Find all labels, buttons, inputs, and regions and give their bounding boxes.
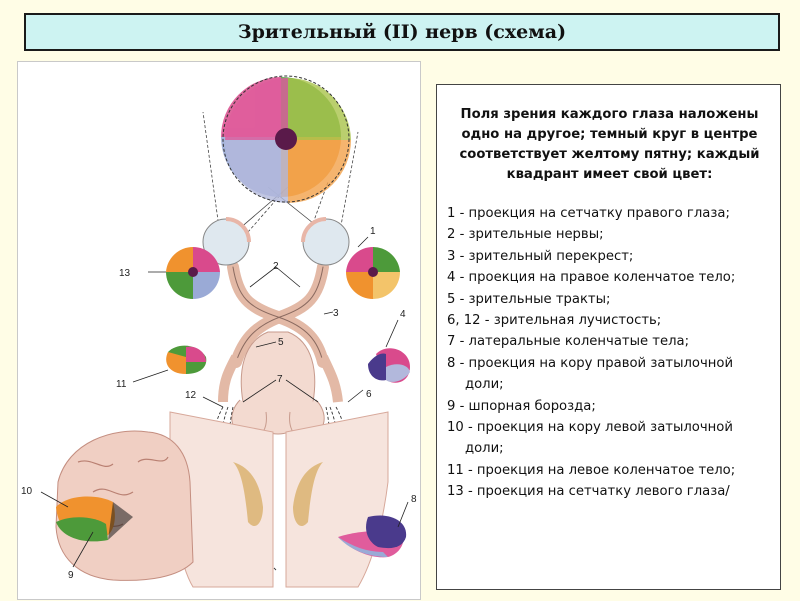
legend-item: 5 - зрительные тракты; (447, 291, 611, 307)
brain-hemisphere (55, 430, 194, 581)
legend-item: 13 - проекция на сетчатку левого глаза/ (447, 484, 730, 500)
label-6: 6 (366, 389, 372, 400)
label-8: 8 (411, 494, 417, 505)
cortex-projection-right (338, 515, 407, 558)
geniculate-projection-left (166, 345, 207, 374)
label-9: 9 (68, 570, 74, 581)
description-panel: Поля зрения каждого глаза наложены одно … (436, 84, 781, 590)
label-13: 13 (119, 268, 131, 279)
label-2: 2 (273, 261, 279, 272)
leader-lines (40, 236, 409, 568)
geniculate-projection-right (368, 348, 410, 383)
legend-item: 11 - проекция на левое коленчатое тело; (447, 462, 736, 478)
label-10: 10 (21, 486, 33, 497)
optic-tracts (218, 354, 343, 403)
title-bar: Зрительный (II) нерв (схема) (24, 13, 780, 51)
description-heading: Поля зрения каждого глаза наложены одно … (459, 107, 760, 182)
legend-item: 10 - проекция на кору левой затылочной д… (447, 420, 733, 457)
retina-projection-left (166, 246, 220, 299)
legend-item: 6, 12 - зрительная лучистость; (447, 313, 662, 329)
label-11: 11 (116, 379, 127, 390)
brainstem (231, 331, 325, 438)
occipital-sections (169, 411, 389, 588)
eyeballs (202, 217, 350, 266)
page-title: Зрительный (II) нерв (схема) (237, 21, 567, 43)
optic-nerve-diagram: 1 2 3 4 5 6 7 8 9 10 11 12 13 (17, 61, 421, 600)
legend-item: 7 - латеральные коленчатые тела; (447, 334, 690, 350)
legend-list: 1 - проекция на сетчатку правого глаза; … (447, 203, 772, 503)
legend-item: 4 - проекция на правое коленчатое тело; (447, 270, 736, 286)
optic-nerves (227, 261, 329, 368)
retina-projection-right (346, 246, 400, 299)
label-1: 1 (370, 226, 376, 237)
legend-item: 2 - зрительные нервы; (447, 227, 604, 243)
label-5: 5 (278, 337, 284, 348)
label-7: 7 (277, 374, 283, 385)
label-12: 12 (185, 390, 197, 401)
legend-item: 3 - зрительный перекрест; (447, 248, 634, 264)
macula-spot (275, 128, 297, 150)
visual-field-right (225, 78, 351, 203)
optic-pathway-illustration: 1 2 3 4 5 6 7 8 9 10 11 12 13 (21, 75, 417, 588)
label-3: 3 (333, 308, 339, 319)
legend-item: 9 - шпорная борозда; (447, 398, 596, 414)
label-4: 4 (400, 309, 406, 320)
legend-item: 8 - проекция на кору правой затылочной д… (447, 355, 734, 393)
legend-item: 1 - проекция на сетчатку правого глаза; (447, 206, 730, 221)
